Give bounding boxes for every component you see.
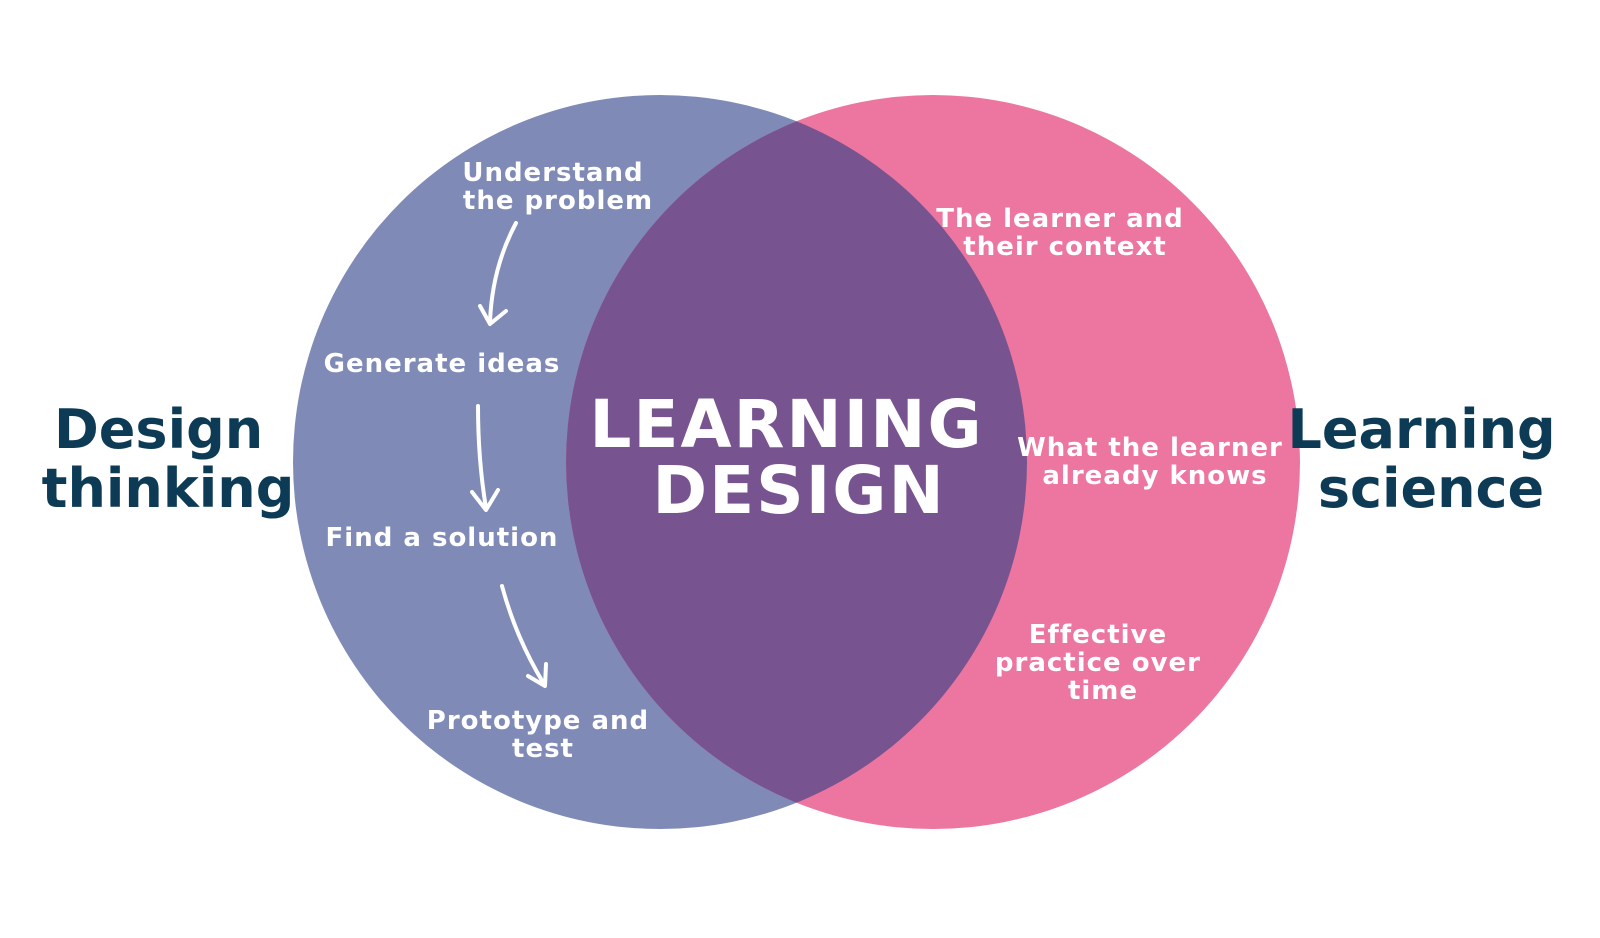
- learning-design-title-line: LEARNING: [589, 386, 983, 463]
- step-line: the problem: [463, 186, 653, 216]
- item-line: time: [1068, 676, 1138, 706]
- item-line: already knows: [1042, 461, 1267, 491]
- arrow-icon: [470, 404, 500, 512]
- step-line: Generate ideas: [324, 349, 561, 379]
- step-prototype-and-test: Prototype and test: [427, 706, 659, 764]
- step-line: test: [512, 734, 574, 764]
- step-generate-ideas: Generate ideas: [324, 349, 561, 379]
- item-prior-knowledge: What the learner already knows: [1017, 433, 1293, 491]
- learning-science-title-line: science: [1318, 457, 1544, 520]
- learning-design-title-line: DESIGN: [652, 452, 945, 529]
- item-line: What the learner: [1017, 433, 1283, 463]
- item-effective-practice: Effective practice over time: [995, 620, 1211, 706]
- step-find-a-solution: Find a solution: [326, 523, 559, 553]
- arrow-icon: [500, 584, 548, 688]
- design-thinking-title-line: Design: [54, 398, 263, 461]
- step-line: Understand: [462, 158, 643, 188]
- step-line: Prototype and: [427, 706, 649, 736]
- learning-science-title-line: Learning: [1288, 398, 1556, 461]
- learning-design-title: LEARNING DESIGN: [589, 386, 1008, 529]
- step-line: Find a solution: [326, 523, 559, 553]
- learning-science-title: Learning science: [1288, 398, 1575, 520]
- learning-design-overlap: [566, 95, 1027, 829]
- arrow-icon: [478, 221, 518, 326]
- item-line: their context: [963, 232, 1166, 262]
- item-line: The learner and: [936, 204, 1184, 234]
- item-line: Effective: [1029, 620, 1167, 650]
- item-learner-context: The learner and their context: [936, 204, 1194, 262]
- step-understand-the-problem: Understand the problem: [462, 158, 653, 216]
- item-line: practice over: [995, 648, 1201, 678]
- design-thinking-title-line: thinking: [42, 457, 295, 520]
- design-thinking-title: Design thinking: [42, 398, 295, 520]
